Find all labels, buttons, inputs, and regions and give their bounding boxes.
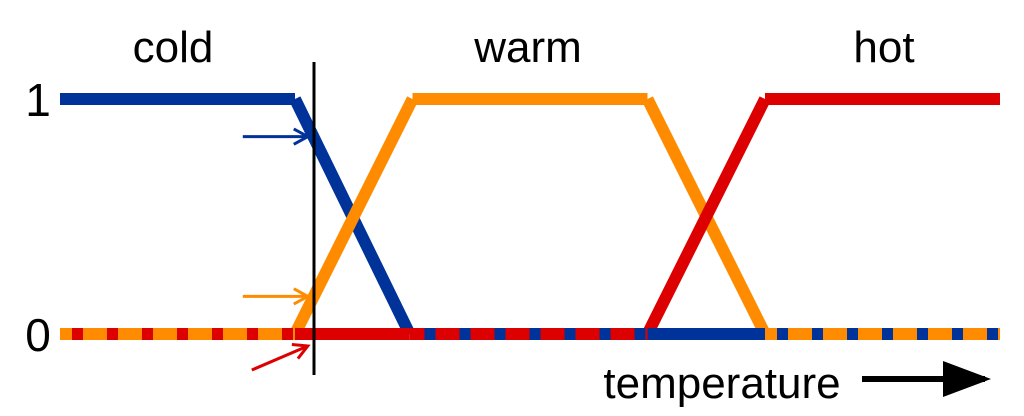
set-label-cold: cold	[133, 23, 214, 72]
y-tick-1: 1	[25, 74, 51, 126]
series-layer	[60, 93, 1000, 337]
membership-arrow-warm	[242, 287, 311, 306]
set-label-warm: warm	[473, 23, 582, 72]
y-tick-0: 0	[25, 309, 51, 361]
series-line-warm	[289, 93, 771, 337]
set-label-hot: hot	[853, 23, 914, 72]
membership-arrow-hot	[251, 342, 311, 372]
membership-arrows	[242, 127, 311, 372]
x-axis-label: temperature	[603, 359, 840, 408]
series-line-hot	[642, 93, 1000, 337]
membership-arrow-cold	[242, 127, 311, 146]
